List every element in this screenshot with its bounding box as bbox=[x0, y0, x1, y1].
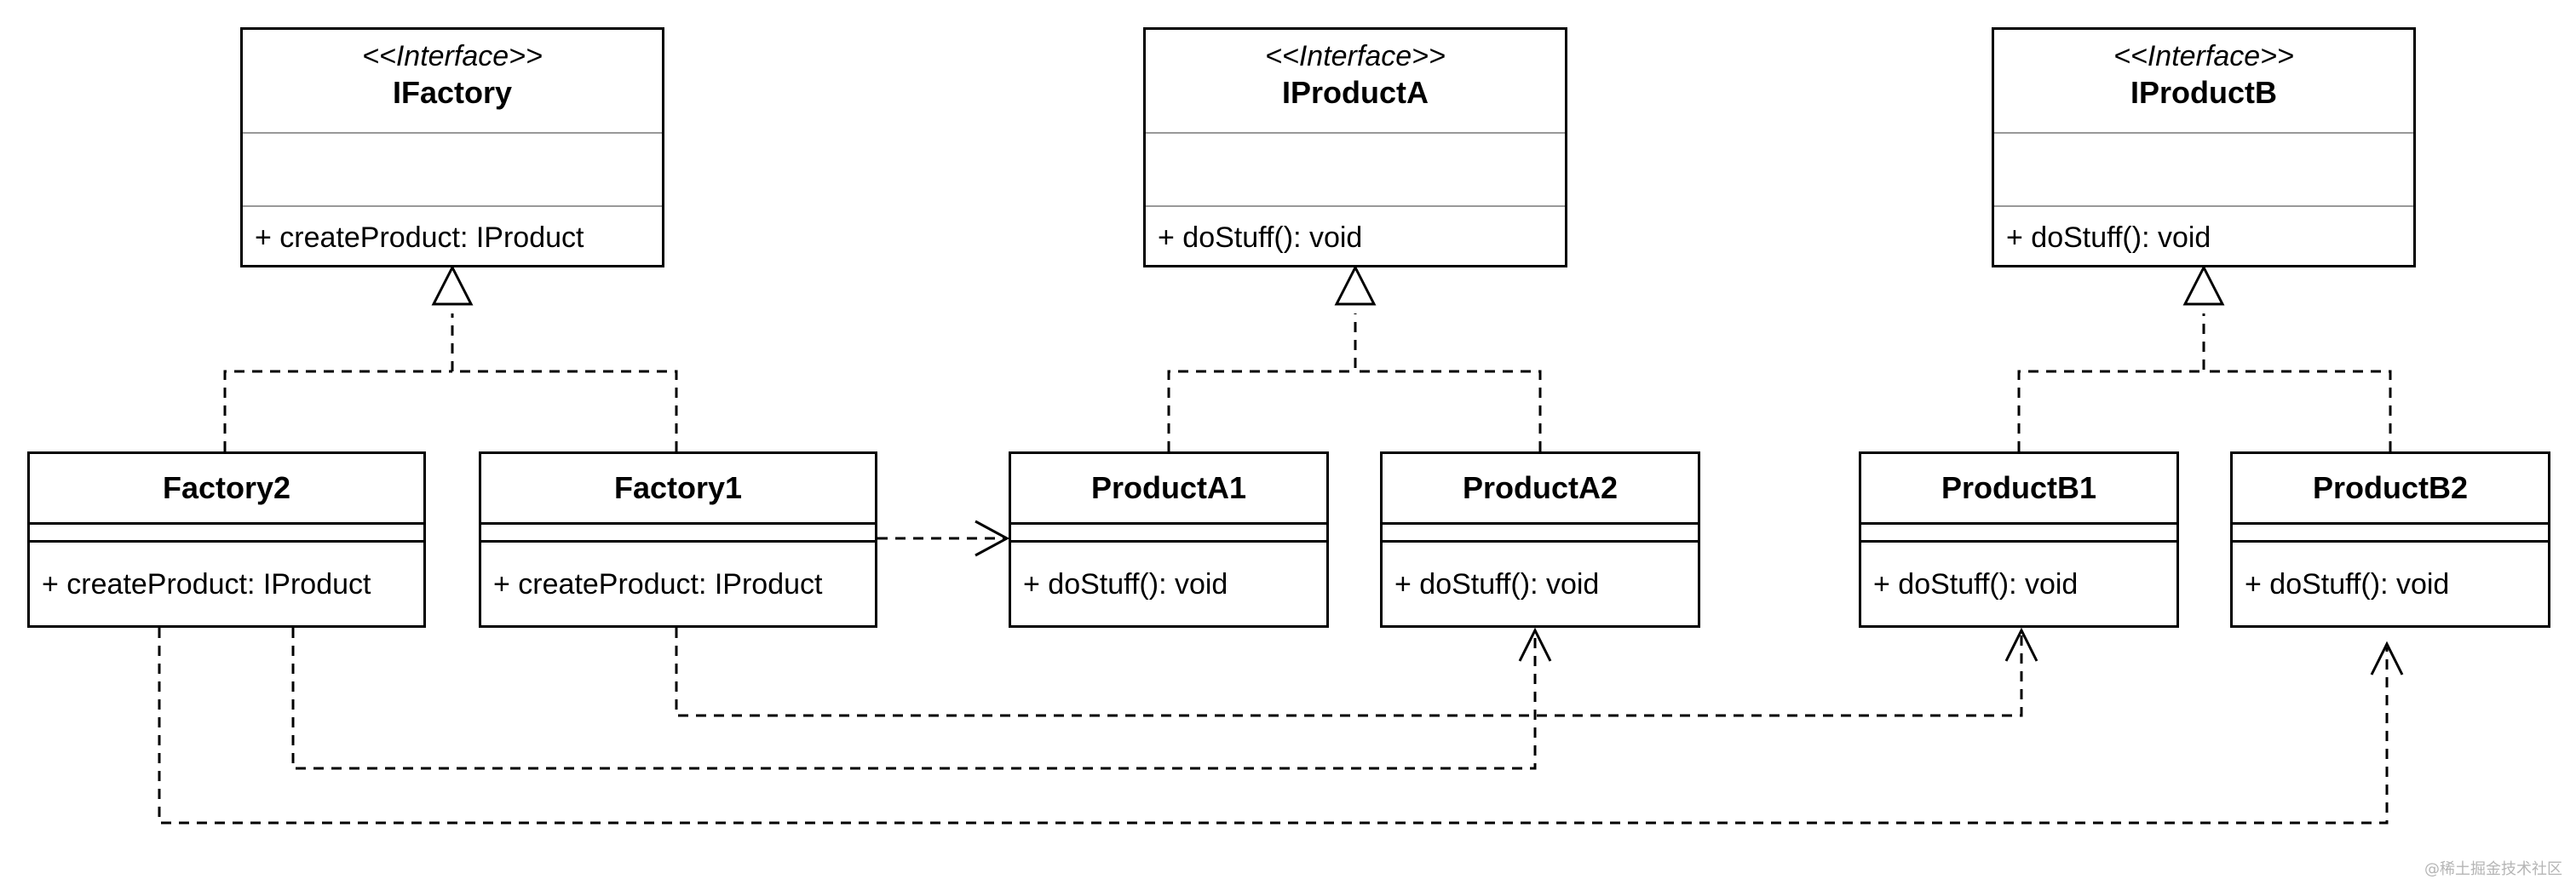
attributes-compartment bbox=[243, 134, 662, 207]
class-name: ProductA1 bbox=[1090, 470, 1247, 505]
dependency-factory2-productb2 bbox=[158, 628, 2389, 825]
class-producta1[interactable]: ProductA1 + doStuff(): void bbox=[1009, 451, 1329, 628]
stereotype-label: <<Interface>> bbox=[362, 40, 543, 72]
class-producta2[interactable]: ProductA2 + doStuff(): void bbox=[1380, 451, 1700, 628]
class-header: ProductA1 bbox=[1011, 454, 1326, 525]
realization-productb1-iproductb bbox=[2017, 370, 2204, 451]
operation-do-stuff: + doStuff(): void bbox=[1158, 221, 1363, 254]
attributes-compartment bbox=[1011, 525, 1326, 543]
class-productb1[interactable]: ProductB1 + doStuff(): void bbox=[1859, 451, 2179, 628]
class-productb2[interactable]: ProductB2 + doStuff(): void bbox=[2230, 451, 2550, 628]
operation-do-stuff: + doStuff(): void bbox=[1873, 568, 2079, 601]
class-name: ProductB1 bbox=[1941, 470, 2097, 505]
dependency-arrowhead-producta2 bbox=[1518, 627, 1552, 662]
attributes-compartment bbox=[1861, 525, 2176, 543]
attributes-compartment bbox=[481, 525, 875, 543]
attributes-compartment bbox=[2233, 525, 2548, 543]
class-name: ProductB2 bbox=[2312, 470, 2469, 505]
dependency-arrowhead-productb1 bbox=[2004, 627, 2038, 662]
operations-compartment: + doStuff(): void bbox=[1994, 207, 2413, 268]
operations-compartment: + createProduct: IProduct bbox=[481, 543, 875, 626]
dependency-arrowhead-productb2 bbox=[2370, 641, 2404, 675]
interface-ifactory[interactable]: <<Interface>> IFactory + createProduct: … bbox=[240, 27, 664, 267]
operations-compartment: + doStuff(): void bbox=[1861, 543, 2176, 626]
realization-producta1-iproducta bbox=[1167, 370, 1355, 451]
interface-name: IProductA bbox=[1281, 75, 1429, 110]
class-header: ProductB1 bbox=[1861, 454, 2176, 525]
class-name: Factory2 bbox=[162, 470, 291, 505]
attributes-compartment bbox=[30, 525, 423, 543]
operation-do-stuff: + doStuff(): void bbox=[2006, 221, 2211, 254]
class-header: Factory2 bbox=[30, 454, 423, 525]
realization-factory1-ifactory bbox=[451, 313, 678, 451]
attributes-compartment bbox=[1383, 525, 1698, 543]
attributes-compartment bbox=[1994, 134, 2413, 207]
dependency-factory2-producta2 bbox=[291, 628, 1537, 770]
operations-compartment: + doStuff(): void bbox=[1146, 207, 1565, 268]
operations-compartment: + createProduct: IProduct bbox=[243, 207, 662, 268]
interface-header: <<Interface>> IFactory bbox=[243, 30, 662, 134]
watermark-text: @稀土掘金技术社区 bbox=[2424, 860, 2562, 878]
class-header: ProductB2 bbox=[2233, 454, 2548, 525]
operation-create-product: + createProduct: IProduct bbox=[42, 568, 371, 601]
class-header: Factory1 bbox=[481, 454, 875, 525]
operation-create-product: + createProduct: IProduct bbox=[493, 568, 823, 601]
operation-do-stuff: + doStuff(): void bbox=[1023, 568, 1228, 601]
operations-compartment: + doStuff(): void bbox=[2233, 543, 2548, 626]
operation-do-stuff: + doStuff(): void bbox=[2245, 568, 2450, 601]
attributes-compartment bbox=[1146, 134, 1565, 207]
interface-name: IFactory bbox=[392, 75, 513, 110]
operations-compartment: + doStuff(): void bbox=[1383, 543, 1698, 626]
realization-productb2-iproductb bbox=[2202, 313, 2392, 451]
class-name: ProductA2 bbox=[1462, 470, 1619, 505]
operations-compartment: + doStuff(): void bbox=[1011, 543, 1326, 626]
operation-create-product: + createProduct: IProduct bbox=[255, 221, 584, 254]
realization-arrowhead-iproductb bbox=[2182, 264, 2225, 306]
class-name: Factory1 bbox=[613, 470, 743, 505]
operations-compartment: + createProduct: IProduct bbox=[30, 543, 423, 626]
interface-iproducta[interactable]: <<Interface>> IProductA + doStuff(): voi… bbox=[1143, 27, 1567, 267]
dependency-factory1-productb1 bbox=[675, 628, 2023, 717]
interface-name: IProductB bbox=[2130, 75, 2277, 110]
realization-arrowhead-ifactory bbox=[431, 264, 474, 306]
interface-header: <<Interface>> IProductB bbox=[1994, 30, 2413, 134]
realization-producta2-iproducta bbox=[1354, 313, 1542, 451]
realization-factory2-ifactory bbox=[223, 370, 452, 451]
class-factory1[interactable]: Factory1 + createProduct: IProduct bbox=[479, 451, 877, 628]
stereotype-label: <<Interface>> bbox=[2113, 40, 2294, 72]
realization-arrowhead-iproducta bbox=[1334, 264, 1377, 306]
class-header: ProductA2 bbox=[1383, 454, 1698, 525]
operation-do-stuff: + doStuff(): void bbox=[1394, 568, 1600, 601]
stereotype-label: <<Interface>> bbox=[1265, 40, 1446, 72]
dependency-arrowhead-producta1 bbox=[975, 520, 1010, 557]
class-factory2[interactable]: Factory2 + createProduct: IProduct bbox=[27, 451, 426, 628]
interface-header: <<Interface>> IProductA bbox=[1146, 30, 1565, 134]
interface-iproductb[interactable]: <<Interface>> IProductB + doStuff(): voi… bbox=[1992, 27, 2416, 267]
